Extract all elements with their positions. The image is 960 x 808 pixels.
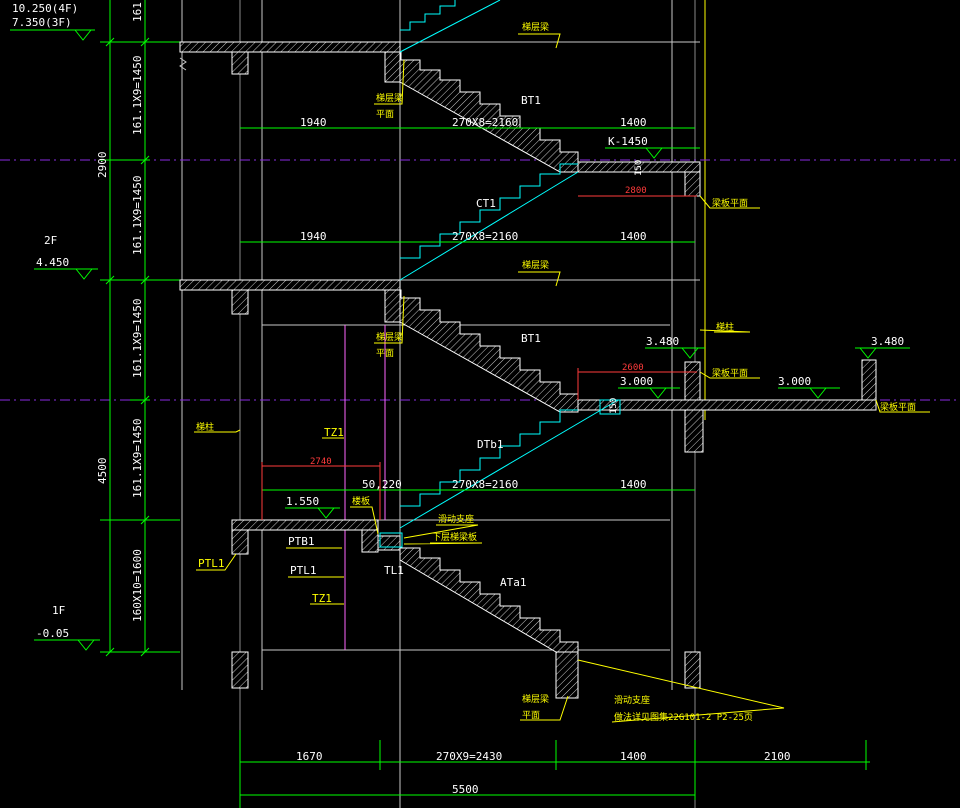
base-beam-label-b: 平面	[522, 710, 540, 721]
dim-r2-a: 1940	[300, 230, 327, 243]
bottom-note-2: 做法详见图集22G101-2 P2-25页	[614, 711, 753, 723]
slab-label: 楼板	[352, 495, 370, 507]
ladder-beam-2: 梯层梁	[522, 259, 549, 271]
dim-r2-b: 270X8=2160	[452, 230, 518, 243]
red-2800: 2800	[625, 186, 647, 196]
dim-total-upper: 2900	[96, 152, 109, 179]
tz1-label-b: TZ1	[312, 592, 332, 605]
red-dimensions	[261, 195, 697, 520]
side-note-1: 梁板平面	[712, 197, 748, 209]
annotation-labels: K-1450 3.480 3.480 3.000 3.000 1.550 BT1…	[196, 21, 916, 723]
elev-3480-a: 3.480	[646, 335, 679, 348]
elev-3000-b: 3.000	[778, 375, 811, 388]
elev-1550: 1.550	[286, 495, 319, 508]
dim-r2-c: 1400	[620, 230, 647, 243]
tl1-label: TL1	[384, 564, 404, 577]
left-dimension-chain	[100, 0, 180, 657]
ptb1-label: PTB1	[288, 535, 315, 548]
dim-b-d: 2100	[764, 750, 791, 763]
dim-3: 161.1X9=1450	[131, 299, 144, 378]
beam-face-1b: 平面	[376, 109, 394, 120]
ata1-label: ATa1	[500, 576, 527, 589]
beam-face-2b: 平面	[376, 348, 394, 359]
sliding-label: 滑动支座	[438, 513, 474, 525]
red-2600: 2600	[622, 363, 644, 373]
left-dimension-text: 161. 161.1X9=1450 161.1X9=1450 2900 161.…	[96, 0, 144, 622]
k-label: K-1450	[608, 135, 648, 148]
elev-3480-b: 3.480	[871, 335, 904, 348]
bt1-label-b: BT1	[521, 332, 541, 345]
elev-3000-a: 3.000	[620, 375, 653, 388]
level-2f-label: 2F	[44, 234, 57, 247]
stair-flights	[399, 52, 579, 653]
dim-b-b: 270X9=2430	[436, 750, 502, 763]
ct1-label: CT1	[476, 197, 496, 210]
beam-face-2: 梯层梁	[376, 331, 403, 343]
level-2f-elev: 4.450	[36, 256, 69, 269]
dim-2: 161.1X9=1450	[131, 176, 144, 255]
dim-b-total: 5500	[452, 783, 479, 796]
dim-4: 161.1X9=1450	[131, 419, 144, 498]
horizontal-dimensions	[239, 127, 870, 808]
dtb1-label: DTb1	[477, 438, 504, 451]
elevation-markers	[285, 147, 910, 519]
level-1f-label: 1F	[52, 604, 65, 617]
cyan-flight-lines	[379, 0, 621, 548]
ladder-col-2: 梯柱	[196, 421, 214, 433]
dim-150-a: 150	[634, 160, 644, 176]
dim-5: 160X10=1600	[131, 549, 144, 622]
red-dimension-text: 2800 2600 2740	[310, 186, 647, 467]
dim-r1-a: 1940	[300, 116, 327, 129]
dim-r3-c: 1400	[620, 478, 647, 491]
dim-total-lower: 4500	[96, 458, 109, 485]
horizontal-dimension-text: 1940 270X8=2160 1400 1940 270X8=2160 140…	[296, 116, 791, 796]
dim-r3-a: 50,220	[362, 478, 402, 491]
lower-beam-label: 下层梯梁板	[432, 531, 477, 543]
level-top-b: 7.350(3F)	[12, 16, 72, 29]
ladder-col-1: 梯柱	[716, 321, 734, 333]
level-1f-elev: -0.05	[36, 627, 69, 640]
ladder-beam-1: 梯层梁	[522, 21, 549, 33]
level-top-a: 10.250(4F)	[12, 2, 78, 15]
red-2740: 2740	[310, 457, 332, 467]
concrete-structure	[179, 41, 877, 699]
side-note-3: 梁板平面	[880, 401, 916, 413]
side-note-2: 梁板平面	[712, 367, 748, 379]
dim-r1-c: 1400	[620, 116, 647, 129]
beam-face-1: 梯层梁	[376, 92, 403, 104]
ptl1-label-b: PTL1	[290, 564, 317, 577]
bottom-note-1: 滑动支座	[614, 694, 650, 706]
dim-b-c: 1400	[620, 750, 647, 763]
ptl1-label-a: PTL1	[198, 557, 225, 570]
bt1-label-a: BT1	[521, 94, 541, 107]
level-markers: 10.250(4F) 7.350(3F) 2F 4.450 1F -0.05	[10, 2, 187, 651]
dim-r3-b: 270X8=2160	[452, 478, 518, 491]
dim-top: 161.	[131, 0, 144, 22]
tz1-label-a: TZ1	[324, 426, 344, 439]
dim-1: 161.1X9=1450	[131, 56, 144, 135]
leader-lines	[194, 33, 930, 723]
dim-150-b: 150	[609, 398, 619, 414]
base-beam-label: 梯层梁	[522, 693, 549, 705]
dim-r1-b: 270X8=2160	[452, 116, 518, 129]
dim-b-a: 1670	[296, 750, 323, 763]
